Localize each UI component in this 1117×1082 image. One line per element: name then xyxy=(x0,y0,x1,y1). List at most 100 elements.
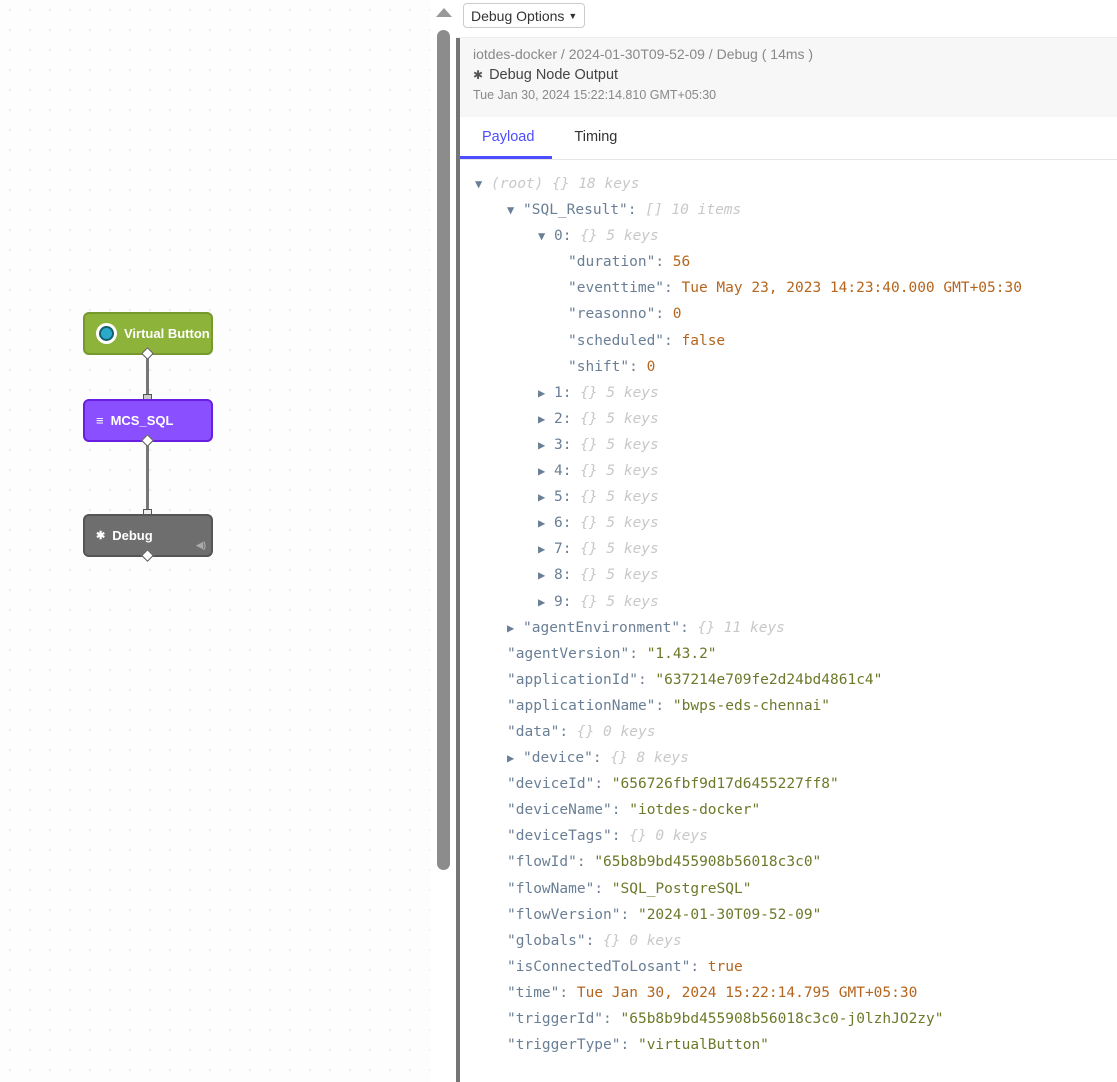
tree-row[interactable]: ▼"SQL_Result": [] 10 items xyxy=(460,198,1117,224)
colon: : xyxy=(562,384,581,401)
connection-wire xyxy=(146,441,149,515)
caret-right-icon[interactable]: ▶ xyxy=(538,568,546,583)
tree-value: 0 xyxy=(672,306,682,323)
tree-row: "globals": {} 0 keys xyxy=(460,929,1117,955)
colon: : xyxy=(562,593,581,610)
tree-key: "triggerType" xyxy=(507,1037,621,1054)
tree-value: "637214e709fe2d24bd4861c4" xyxy=(655,671,883,688)
caret-right-icon[interactable]: ▶ xyxy=(538,594,546,609)
tree-row[interactable]: ▼0: {} 5 keys xyxy=(460,224,1117,250)
tree-row: "scheduled": false xyxy=(460,329,1117,355)
caret-down-icon[interactable]: ▼ xyxy=(507,203,515,218)
tree-key: 8 xyxy=(554,567,563,584)
speaker-icon[interactable]: ◀) xyxy=(196,540,206,550)
tree-row[interactable]: ▶2: {} 5 keys xyxy=(460,407,1117,433)
caret-right-icon[interactable]: ▶ xyxy=(538,385,546,400)
database-icon: ≡ xyxy=(96,413,104,428)
tree-row: "deviceId": "656726fbf9d17d6455227ff8" xyxy=(460,772,1117,798)
tree-value: "iotdes-docker" xyxy=(629,802,761,819)
caret-down-icon[interactable]: ▼ xyxy=(475,177,483,191)
tree-meta: {} 8 keys xyxy=(610,750,689,767)
scrollbar[interactable] xyxy=(430,0,456,1082)
tree-row: "eventtime": Tue May 23, 2023 14:23:40.0… xyxy=(460,276,1117,302)
colon: : xyxy=(562,463,581,480)
tree-row[interactable]: ▶8: {} 5 keys xyxy=(460,563,1117,589)
tree-row[interactable]: ▶6: {} 5 keys xyxy=(460,511,1117,537)
tree-value: "65b8b9bd455908b56018c3c0" xyxy=(594,854,822,871)
debug-options-dropdown[interactable]: Debug Options▼ xyxy=(463,3,586,28)
colon: : xyxy=(611,802,630,819)
colon: : xyxy=(637,671,656,688)
debug-options-label: Debug Options xyxy=(471,7,565,24)
tree-key: "device" xyxy=(523,750,593,767)
caret-right-icon[interactable]: ▶ xyxy=(538,490,546,505)
tree-row: "agentVersion": "1.43.2" xyxy=(460,642,1117,668)
tree-row[interactable]: ▶5: {} 5 keys xyxy=(460,485,1117,511)
tree-row[interactable]: ▶"device": {} 8 keys xyxy=(460,746,1117,772)
tree-row[interactable]: ▼(root) {} 18 keys xyxy=(460,172,1117,198)
tree-row[interactable]: ▶3: {} 5 keys xyxy=(460,433,1117,459)
tree-key: 4 xyxy=(554,463,563,480)
tree-key: "flowId" xyxy=(507,854,577,871)
tree-meta: {} 5 keys xyxy=(580,489,659,506)
tree-meta: {} 5 keys xyxy=(580,593,659,610)
page-title: Debug Node Output xyxy=(489,67,619,83)
colon: : xyxy=(627,202,646,219)
tree-row[interactable]: ▶4: {} 5 keys xyxy=(460,459,1117,485)
tree-meta: {} 0 keys xyxy=(576,723,656,740)
tree-row[interactable]: ▶"agentEnvironment": {} 11 keys xyxy=(460,616,1117,642)
tree-meta: {} 0 keys xyxy=(603,932,682,949)
tree-key: 6 xyxy=(554,515,563,532)
tree-row: "data": {} 0 keys xyxy=(460,720,1117,746)
tree-row[interactable]: ▶7: {} 5 keys xyxy=(460,537,1117,563)
tab-payload[interactable]: Payload xyxy=(460,117,553,159)
node-label: Virtual Button xyxy=(124,326,210,341)
caret-right-icon[interactable]: ▶ xyxy=(538,542,546,557)
tree-key: "SQL_Result" xyxy=(523,202,628,219)
caret-right-icon[interactable]: ▶ xyxy=(538,411,546,426)
tree-row: "applicationName": "bwps-eds-chennai" xyxy=(460,694,1117,720)
tab-timing[interactable]: Timing xyxy=(574,129,618,145)
tree-value: "bwps-eds-chennai" xyxy=(672,697,831,714)
colon: : xyxy=(562,489,581,506)
caret-right-icon[interactable]: ▶ xyxy=(538,437,546,452)
tree-row: "time": Tue Jan 30, 2024 15:22:14.795 GM… xyxy=(460,981,1117,1007)
colon: : xyxy=(629,358,647,375)
tree-key: "shift" xyxy=(568,358,630,375)
tree-value: 56 xyxy=(672,254,691,271)
tree-key: "eventtime" xyxy=(568,280,665,297)
tree-row[interactable]: ▶1: {} 5 keys xyxy=(460,381,1117,407)
node-label: MCS_SQL xyxy=(110,413,174,428)
tree-row: "triggerId": "65b8b9bd455908b56018c3c0-j… xyxy=(460,1007,1117,1033)
caret-right-icon[interactable]: ▶ xyxy=(507,751,515,766)
tree-row: "deviceTags": {} 0 keys xyxy=(460,824,1117,850)
debug-toolbar: Debug Options▼ xyxy=(456,0,1117,38)
tree-value: Tue Jan 30, 2024 15:22:14.795 GMT+05:30 xyxy=(576,984,918,1001)
tree-value: "65b8b9bd455908b56018c3c0-j0lzhJO2zy" xyxy=(620,1011,944,1027)
tree-meta: {} 5 keys xyxy=(580,228,659,245)
scroll-up-arrow-icon[interactable] xyxy=(436,8,452,17)
tree-row: "isConnectedToLosant": true xyxy=(460,955,1117,981)
tree-value: true xyxy=(707,958,743,975)
flow-canvas[interactable]: Virtual Button ≡ MCS_SQL ✱ Debug ◀) xyxy=(0,0,430,1082)
caret-right-icon[interactable]: ▶ xyxy=(538,516,546,531)
tree-value: false xyxy=(681,332,726,349)
colon: : xyxy=(594,880,612,897)
tree-key: "deviceName" xyxy=(507,802,612,819)
tree-row: "applicationId": "637214e709fe2d24bd4861… xyxy=(460,668,1117,694)
tree-value: "SQL_PostgreSQL" xyxy=(611,880,752,897)
tree-key: "agentVersion" xyxy=(507,645,630,662)
tree-row[interactable]: ▶9: {} 5 keys xyxy=(460,590,1117,616)
tree-value: "656726fbf9d17d6455227ff8" xyxy=(611,776,839,793)
caret-down-icon[interactable]: ▼ xyxy=(538,229,546,244)
tree-key: "applicationName" xyxy=(507,697,656,714)
caret-right-icon[interactable]: ▶ xyxy=(538,464,546,479)
tree-value: "1.43.2" xyxy=(646,645,717,662)
node-mcs-sql[interactable]: ≡ MCS_SQL xyxy=(83,399,213,442)
tree-value: 0 xyxy=(646,358,656,375)
tree-key: "globals" xyxy=(507,932,586,949)
scrollbar-thumb[interactable] xyxy=(437,30,450,870)
caret-right-icon[interactable]: ▶ xyxy=(507,620,515,635)
colon: : xyxy=(585,932,604,949)
tree-value: "virtualButton" xyxy=(637,1037,769,1054)
